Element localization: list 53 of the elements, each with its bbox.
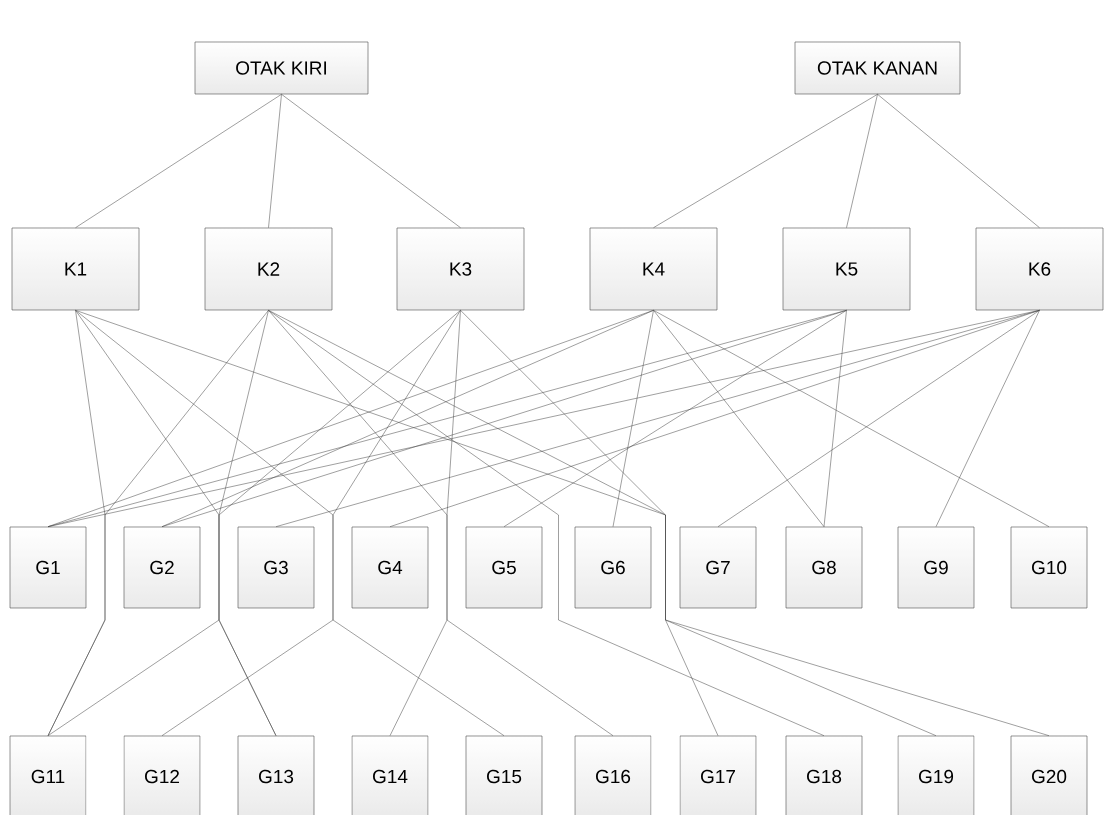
- box-node: G20: [1010, 735, 1088, 815]
- box-node: G11: [9, 735, 87, 815]
- connector-line: [653, 94, 878, 228]
- connector-line: [612, 310, 654, 527]
- box-node: G19: [897, 735, 975, 815]
- connector-line: [161, 310, 461, 736]
- box-node: G13: [237, 735, 315, 815]
- box-node: G14: [351, 735, 429, 815]
- connector-line: [717, 310, 1040, 527]
- box-node: G6: [574, 526, 652, 609]
- connector-line: [653, 310, 1050, 527]
- box-node: G15: [465, 735, 543, 815]
- connector-line: [877, 94, 1040, 228]
- connector-line: [268, 310, 825, 736]
- connector-line: [935, 310, 1040, 527]
- connector-line: [47, 310, 269, 736]
- box-node: G8: [785, 526, 863, 609]
- connector-line: [389, 310, 461, 736]
- connector-line: [75, 310, 505, 736]
- connector-line: [823, 310, 847, 527]
- box-node: G17: [679, 735, 757, 815]
- connector-line: [653, 310, 825, 527]
- box-node: G12: [123, 735, 201, 815]
- connector-line: [161, 310, 654, 527]
- box-node: K2: [204, 227, 333, 311]
- box-node: G9: [897, 526, 975, 609]
- box-node: K5: [782, 227, 911, 311]
- box-node: G10: [1010, 526, 1088, 609]
- box-node: G2: [123, 526, 201, 609]
- box-node: G4: [351, 526, 429, 609]
- box-node: G7: [679, 526, 757, 609]
- connector-line: [218, 310, 277, 736]
- box-node: G16: [574, 735, 652, 815]
- box-node: K6: [975, 227, 1104, 311]
- box-node: G1: [9, 526, 87, 609]
- connector-line: [281, 94, 461, 228]
- connector-line: [503, 310, 847, 527]
- connector-line: [268, 310, 937, 736]
- box-node: OTAK KIRI: [194, 41, 369, 95]
- connector-line: [75, 310, 1050, 736]
- connector-line: [268, 94, 282, 228]
- connector-line: [460, 310, 719, 736]
- box-node: K4: [589, 227, 718, 311]
- box-node: G18: [785, 735, 863, 815]
- connector-line: [846, 94, 878, 228]
- box-node: K1: [11, 227, 140, 311]
- box-node: OTAK KANAN: [794, 41, 961, 95]
- box-node: K3: [396, 227, 525, 311]
- box-node: G3: [237, 526, 315, 609]
- connector-line: [268, 310, 614, 736]
- connector-line: [47, 310, 461, 736]
- box-node: G5: [465, 526, 543, 609]
- connector-line: [75, 94, 282, 228]
